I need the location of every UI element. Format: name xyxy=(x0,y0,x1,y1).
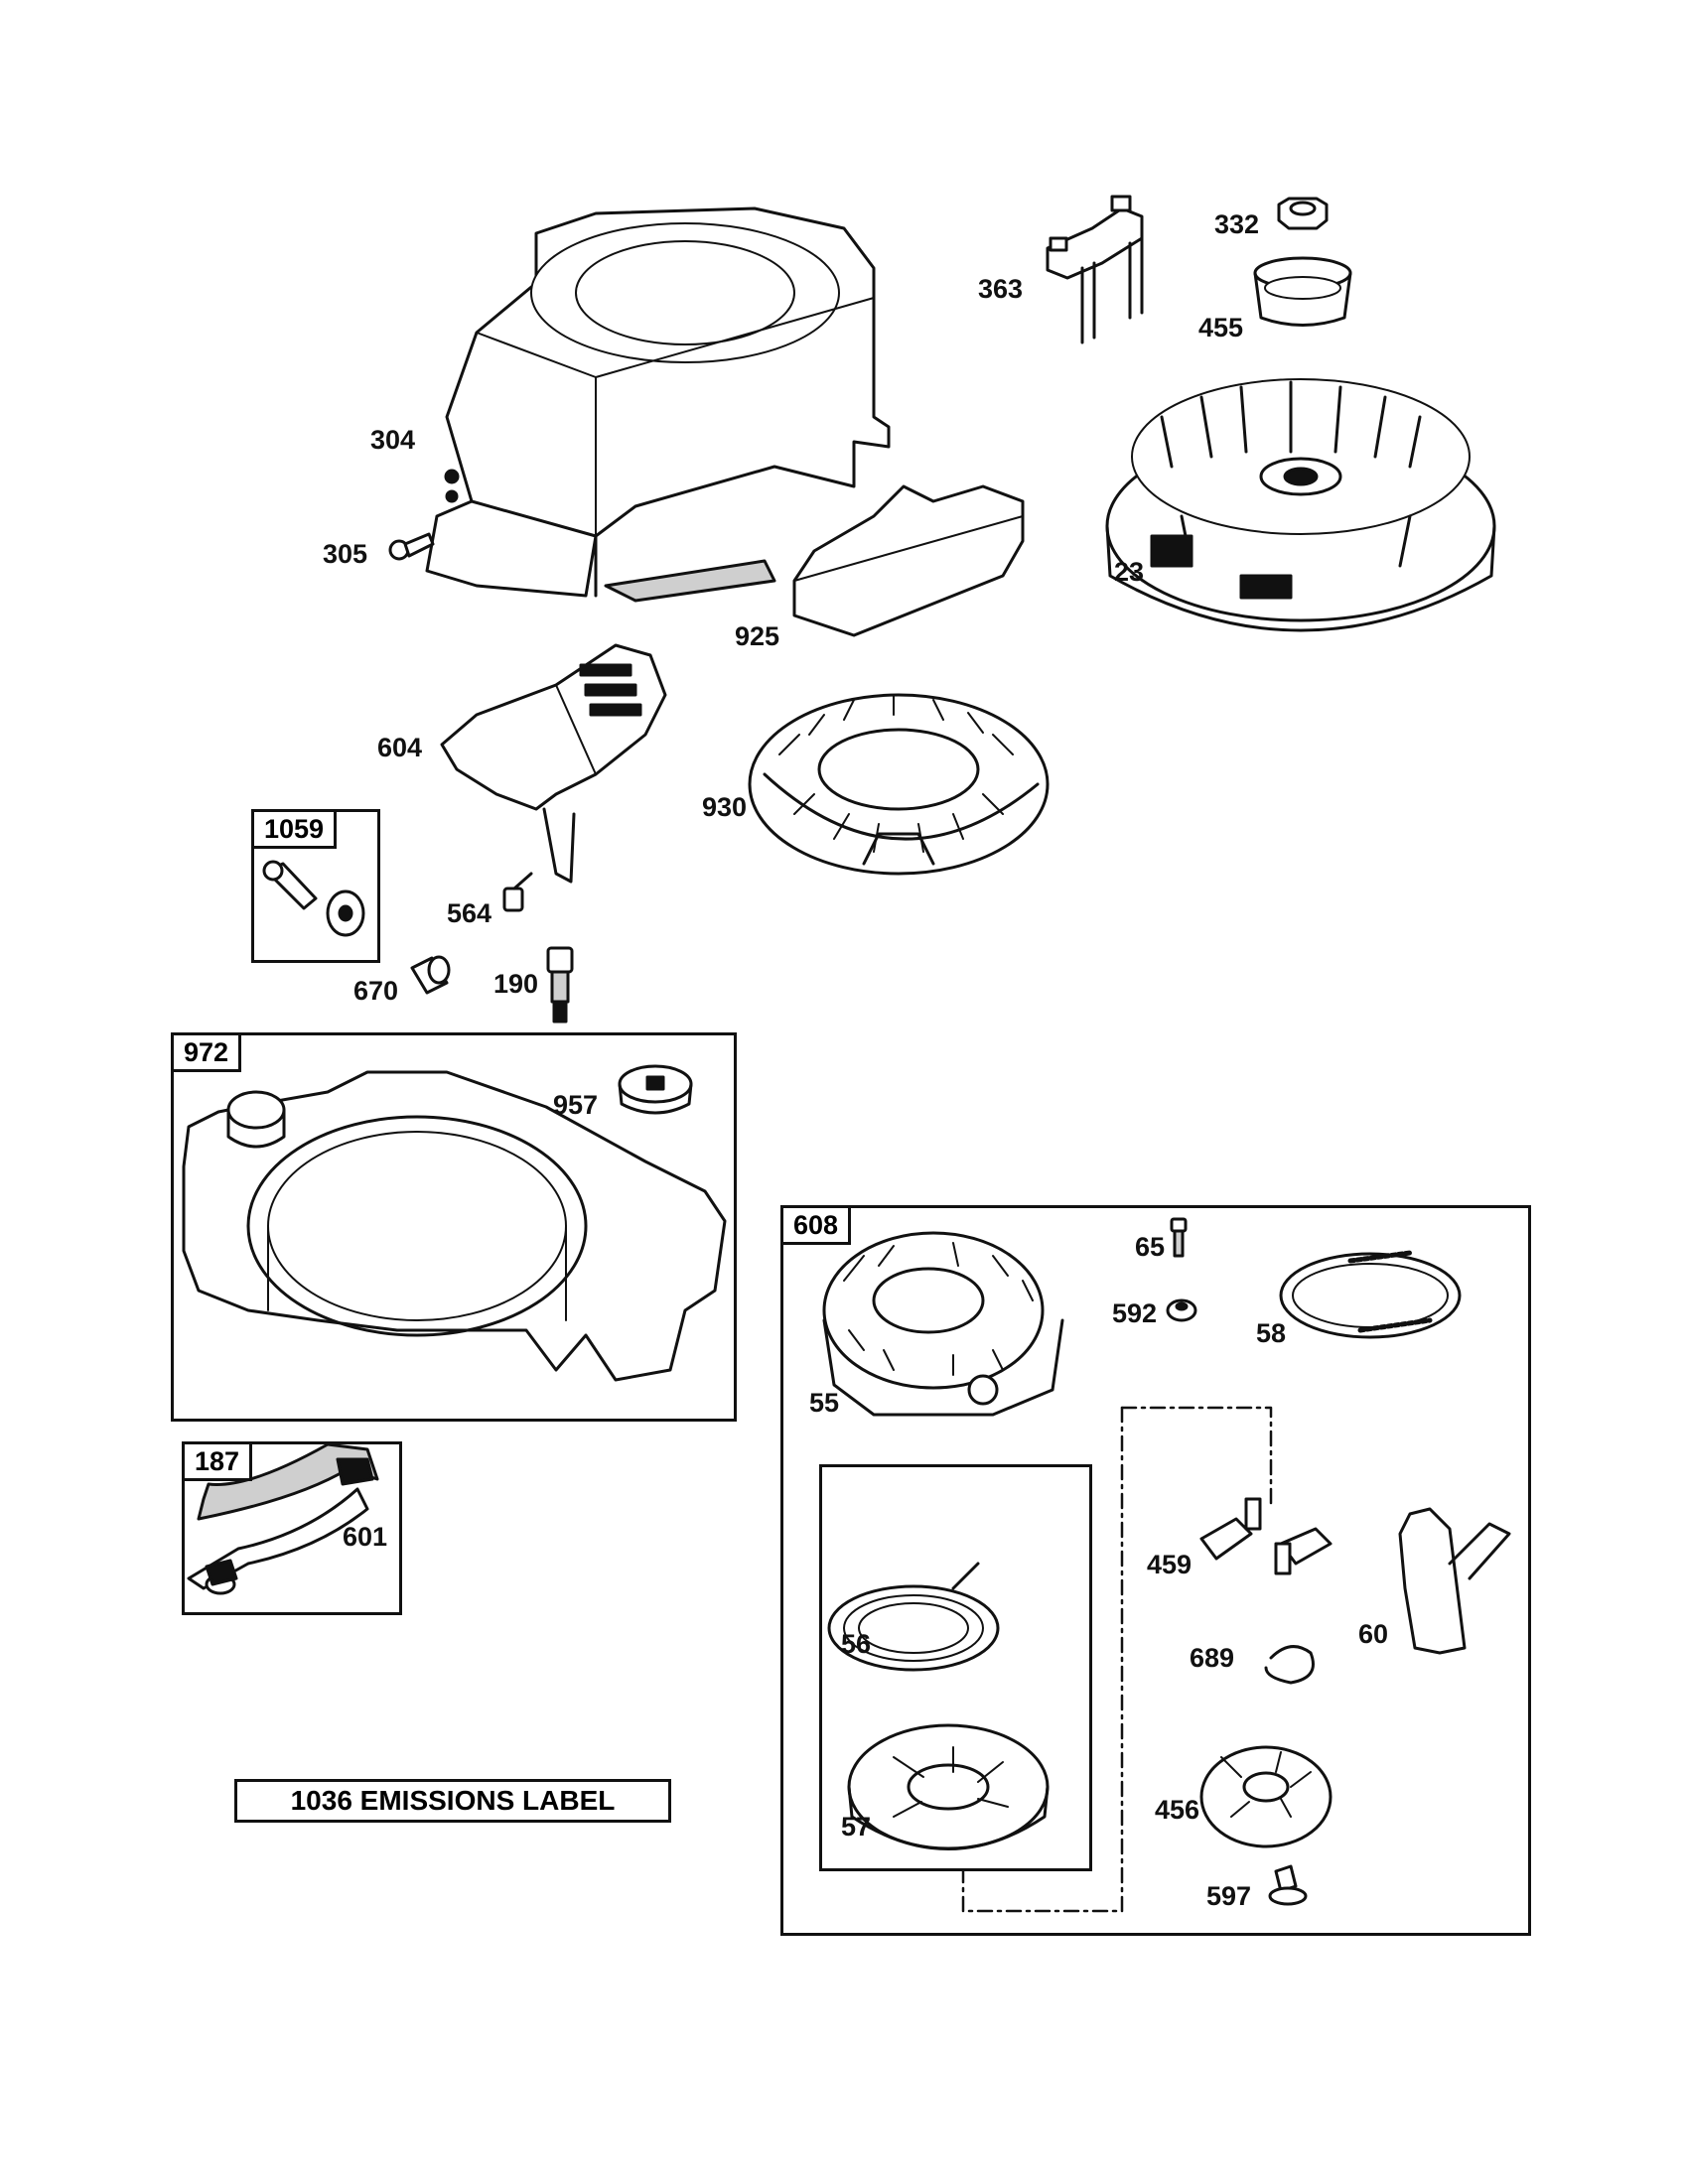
callout-592: 592 xyxy=(1112,1298,1158,1328)
pulley-57 xyxy=(847,1723,1050,1850)
fuel-line-187 xyxy=(187,1442,379,1595)
kit-box-number: 972 xyxy=(174,1035,242,1072)
flywheel-23 xyxy=(1105,378,1496,632)
callout-190: 190 xyxy=(493,969,539,999)
callout-57: 57 xyxy=(841,1812,872,1842)
spacer-670 xyxy=(410,955,451,995)
assembly-guide-line-lower xyxy=(961,1406,1124,1913)
air-guide-604 xyxy=(440,643,667,884)
nut-592 xyxy=(1166,1298,1197,1322)
assembly-guide-line-upper xyxy=(1120,1406,1273,1509)
callout-604: 604 xyxy=(377,733,423,762)
callout-58: 58 xyxy=(1256,1318,1287,1348)
callout-60: 60 xyxy=(1358,1619,1389,1649)
callout-56: 56 xyxy=(841,1629,872,1659)
screw-305 xyxy=(388,532,435,561)
bracket-363 xyxy=(1046,195,1144,344)
kit-box-972: 972 xyxy=(171,1032,737,1422)
sub-assembly-box xyxy=(819,1464,1092,1871)
pawl-459 xyxy=(1199,1497,1333,1575)
spring-56 xyxy=(827,1562,1000,1672)
kit-box-1059: 1059 xyxy=(251,809,380,963)
stud-190 xyxy=(546,946,574,1024)
kit-box-187: 187 xyxy=(182,1441,402,1615)
callout-304: 304 xyxy=(370,425,416,455)
handle-60 xyxy=(1398,1507,1511,1655)
callout-925: 925 xyxy=(735,621,780,651)
callout-957: 957 xyxy=(553,1090,599,1120)
starter-cup-455 xyxy=(1253,256,1352,327)
screw-564 xyxy=(502,872,533,912)
callout-689: 689 xyxy=(1190,1643,1235,1673)
callout-455: 455 xyxy=(1198,313,1244,342)
screw-65 xyxy=(1170,1217,1188,1258)
clip-689 xyxy=(1264,1645,1315,1685)
kit-box-number: 187 xyxy=(185,1444,253,1481)
callout-65: 65 xyxy=(1135,1232,1166,1262)
bolt-washer-1059 xyxy=(262,860,365,937)
kit-box-608: 608 xyxy=(780,1205,1531,1936)
callout-305: 305 xyxy=(323,539,368,569)
nut-332 xyxy=(1277,197,1329,230)
callout-332: 332 xyxy=(1214,209,1260,239)
kit-box-number: 608 xyxy=(783,1208,852,1245)
grille-930 xyxy=(748,693,1050,876)
baffle-925 xyxy=(792,484,1025,637)
callout-564: 564 xyxy=(447,898,492,928)
callout-363: 363 xyxy=(978,274,1024,304)
rope-58 xyxy=(1279,1250,1462,1339)
callout-456: 456 xyxy=(1155,1795,1200,1825)
callout-601: 601 xyxy=(343,1522,388,1552)
screw-597 xyxy=(1268,1864,1308,1906)
fuel-tank-972 xyxy=(182,1070,727,1382)
callout-55: 55 xyxy=(809,1388,840,1418)
fuel-cap-957 xyxy=(618,1064,693,1115)
emissions-label: 1036 EMISSIONS LABEL xyxy=(234,1779,671,1823)
callout-459: 459 xyxy=(1147,1550,1193,1579)
callout-930: 930 xyxy=(702,792,748,822)
callout-597: 597 xyxy=(1206,1881,1252,1911)
callout-670: 670 xyxy=(353,976,399,1006)
starter-housing-55 xyxy=(822,1231,1064,1417)
blower-housing-304 xyxy=(425,206,891,603)
callout-23: 23 xyxy=(1114,557,1145,587)
kit-box-number: 1059 xyxy=(254,812,338,849)
ratchet-456 xyxy=(1199,1745,1333,1848)
